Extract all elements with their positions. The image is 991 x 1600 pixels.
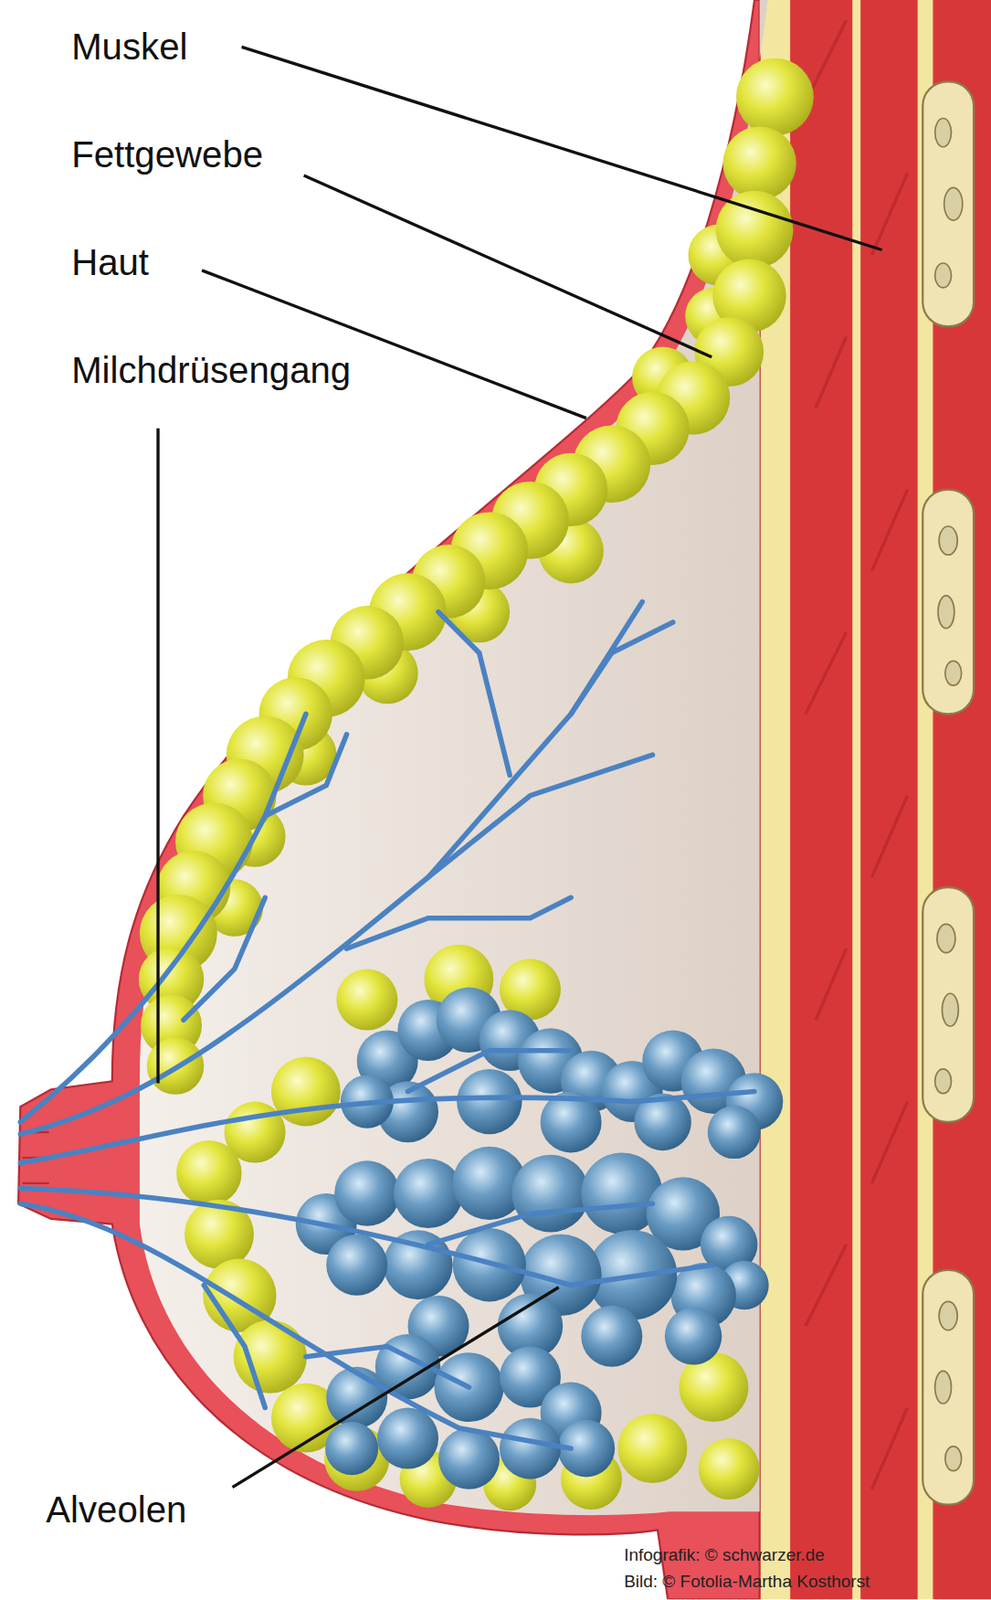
structure-label: Haut xyxy=(71,242,149,284)
credit-note: Bild: © Fotolia-Martha Kosthorst xyxy=(623,1571,870,1592)
credit-note: Infografik: © schwarzer.de xyxy=(623,1545,825,1565)
structure-label: Muskel xyxy=(71,26,188,67)
structure-label: Milchdrüsengang xyxy=(71,349,351,391)
structure-label: Fettgewebe xyxy=(71,134,264,175)
structure-label: Alveolen xyxy=(45,1488,187,1529)
